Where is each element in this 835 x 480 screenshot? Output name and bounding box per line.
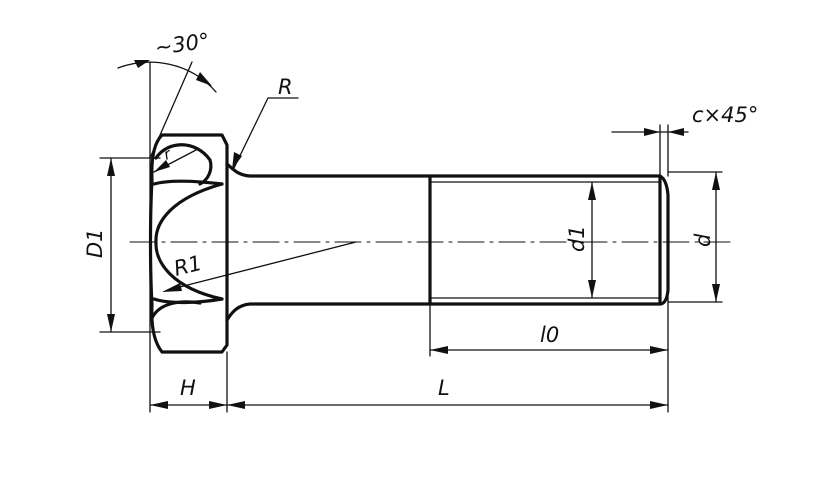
label-head-diameter: D1 bbox=[83, 228, 107, 258]
arrow-angle-left bbox=[134, 60, 150, 68]
arrow-l0-left bbox=[430, 346, 448, 354]
arrow-d1-bottom bbox=[107, 314, 115, 332]
ext-angle bbox=[149, 61, 193, 159]
arrow-d-bottom bbox=[712, 284, 720, 302]
arrow-h-left bbox=[150, 401, 168, 409]
head-top-arc bbox=[154, 143, 213, 186]
arrow-h-right bbox=[209, 401, 227, 409]
head-outline bbox=[148, 133, 229, 354]
arrow-chamfer-right bbox=[668, 128, 684, 136]
dim-r-leader bbox=[233, 97, 299, 169]
bolt-outline bbox=[148, 133, 670, 354]
dim-r1-leader bbox=[167, 241, 357, 291]
arrow-d1m-top bbox=[588, 182, 596, 200]
arrow-d1m-bottom bbox=[588, 280, 596, 298]
extension-lines bbox=[99, 61, 723, 413]
arrow-d-top bbox=[712, 172, 720, 190]
arrow-l-left bbox=[227, 401, 245, 409]
label-thread-diameter: d bbox=[691, 233, 715, 247]
head-face-upper bbox=[152, 179, 224, 186]
label-angle: ~30° bbox=[153, 29, 211, 60]
arrow-r bbox=[232, 152, 242, 170]
labels: ~30° R c×45° D1 d1 d R1 r l0 H L bbox=[83, 29, 758, 400]
label-bolt-length: L bbox=[438, 376, 450, 400]
label-fillet-radius: R bbox=[278, 75, 293, 99]
arrow-angle-right bbox=[196, 72, 212, 86]
arrow-r1 bbox=[162, 283, 182, 292]
label-head-arc-radius: R1 bbox=[171, 251, 204, 281]
arrow-l-right bbox=[650, 401, 668, 409]
label-thread-length: l0 bbox=[540, 323, 559, 347]
label-head-height: H bbox=[180, 376, 196, 400]
label-chamfer: c×45° bbox=[692, 103, 758, 127]
head-bottom-arc bbox=[150, 300, 202, 320]
arrow-chamfer-left bbox=[644, 128, 660, 136]
dimension-lines bbox=[107, 60, 720, 409]
arrow-rsmall bbox=[154, 160, 170, 172]
arrow-l0-right bbox=[650, 346, 668, 354]
arrow-d1-top bbox=[107, 158, 115, 176]
label-thread-minor: d1 bbox=[565, 225, 589, 252]
